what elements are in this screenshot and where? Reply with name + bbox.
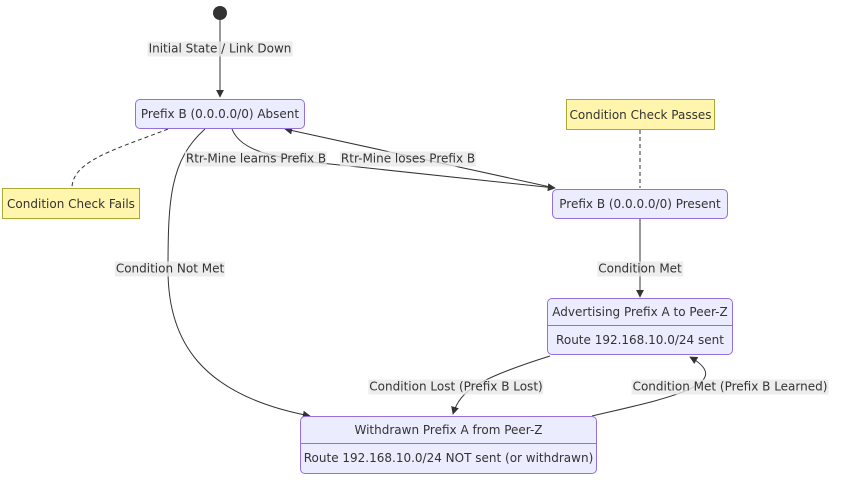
state-withdrawn-description: Route 192.168.10.0/24 NOT sent (or withd…	[303, 451, 594, 465]
edge-label-not-met: Condition Not Met	[114, 261, 226, 277]
state-withdrawn-prefix-a[interactable]: Withdrawn Prefix A from Peer-Z Route 192…	[300, 416, 597, 474]
note-connector-fails	[71, 128, 169, 189]
edge-label-met-learned: Condition Met (Prefix B Learned)	[631, 379, 829, 395]
edge-label-lost: Condition Lost (Prefix B Lost)	[368, 379, 544, 395]
state-advertising-title: Advertising Prefix A to Peer-Z	[548, 299, 732, 326]
note-condition-check-fails: Condition Check Fails	[2, 188, 140, 219]
note-condition-check-passes: Condition Check Passes	[566, 99, 715, 130]
edge-not-met	[167, 128, 311, 419]
edge-label-loses: Rtr-Mine loses Prefix B	[339, 151, 477, 167]
state-prefix-b-absent-label: Prefix B (0.0.0.0/0) Absent	[140, 107, 300, 121]
note-fails-text: Condition Check Fails	[7, 196, 135, 211]
state-advertising-prefix-a[interactable]: Advertising Prefix A to Peer-Z Route 192…	[547, 298, 733, 355]
edge-label-met: Condition Met	[597, 261, 683, 277]
state-prefix-b-present[interactable]: Prefix B (0.0.0.0/0) Present	[552, 189, 728, 219]
state-withdrawn-title: Withdrawn Prefix A from Peer-Z	[301, 417, 596, 444]
edge-label-learns: Rtr-Mine learns Prefix B	[184, 151, 328, 167]
state-advertising-description: Route 192.168.10.0/24 sent	[556, 332, 724, 347]
state-prefix-b-present-label: Prefix B (0.0.0.0/0) Present	[559, 197, 721, 211]
edge-label-initial: Initial State / Link Down	[147, 41, 293, 57]
state-prefix-b-absent[interactable]: Prefix B (0.0.0.0/0) Absent	[135, 99, 305, 129]
start-node	[213, 6, 227, 20]
note-passes-text: Condition Check Passes	[569, 107, 712, 122]
